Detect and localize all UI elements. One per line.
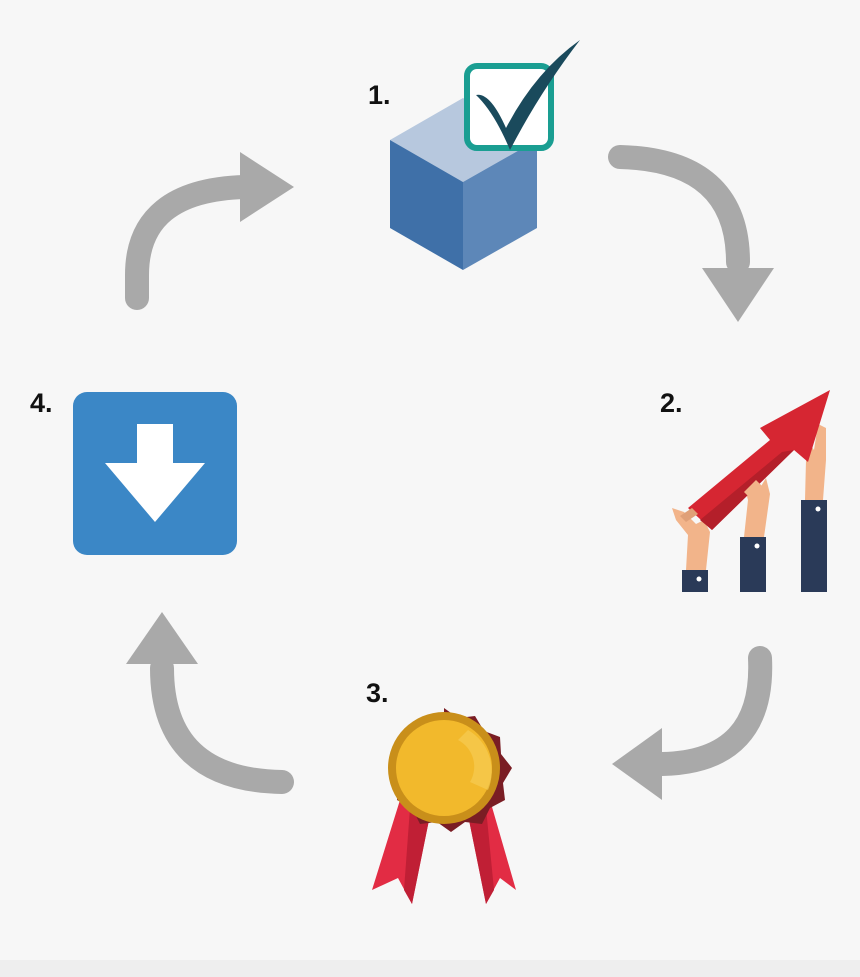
download-icon [73, 392, 237, 555]
growth-chart-hands-icon [672, 390, 830, 592]
step-1-label: 1. [368, 80, 391, 110]
cycle-arrow-2-to-3 [612, 646, 773, 800]
cycle-arrow-4-to-1 [125, 152, 294, 310]
checked-box-icon [390, 40, 580, 270]
bottom-band [0, 960, 860, 977]
cycle-arrow-3-to-4 [126, 612, 294, 794]
cycle-arrow-1-to-2 [608, 145, 774, 322]
step-2-label: 2. [660, 388, 683, 418]
step-4-label: 4. [30, 388, 53, 418]
award-ribbon-icon [372, 708, 516, 904]
step-3-label: 3. [366, 678, 389, 708]
